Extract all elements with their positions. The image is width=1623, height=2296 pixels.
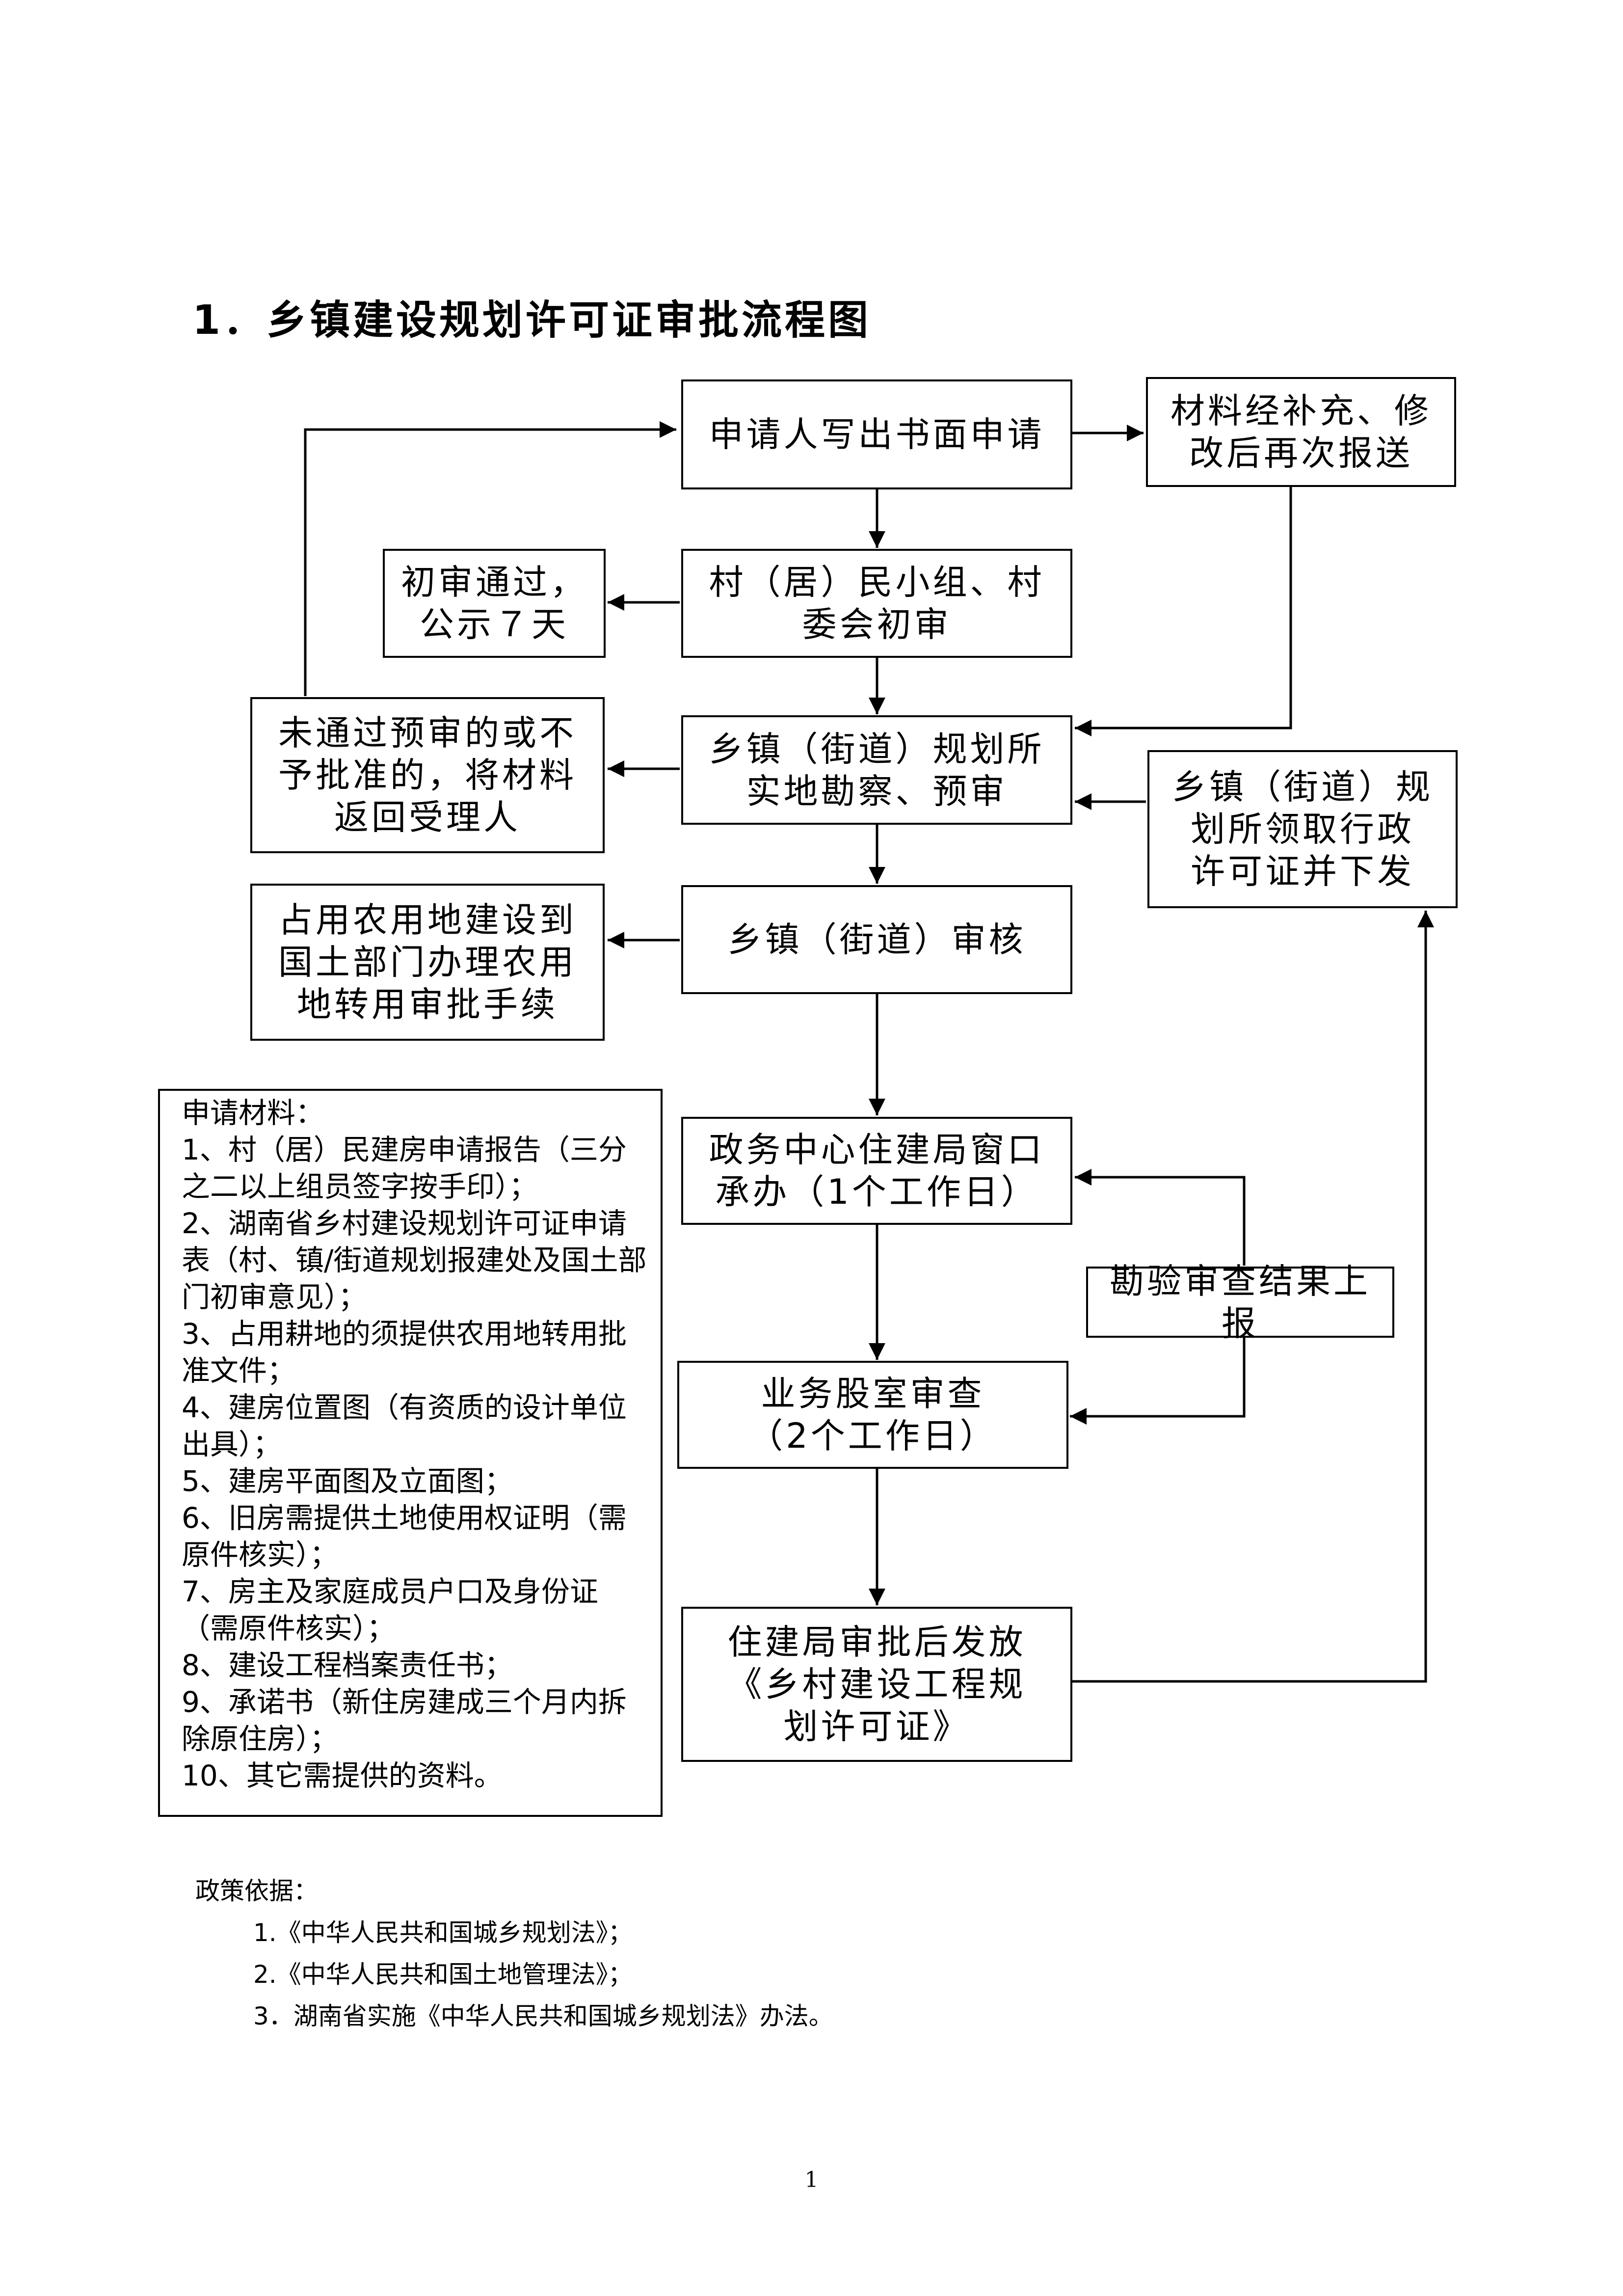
policy-heading: 政策依据： [195,1877,318,1905]
node-town-survey: 乡镇（街道）规划所实地勘察、预审 [681,715,1072,825]
arrow-resubmit-to-survey [1075,486,1292,736]
list-item: 7、房主及家庭成员户口及身份证（需原件核实）； [182,1575,598,1645]
node-dept-review: 业务股室审查（2个工作日） [677,1361,1068,1469]
page-title: 1．乡镇建设规划许可证审批流程图 [192,297,872,344]
list-item: 10、其它需提供的资料。 [182,1759,503,1792]
arrow-rejected-to-apply [304,421,676,696]
materials-list: 1、村（居）民建房申请报告（三分之二以上组员签字按手印）； 2、湖南省乡村建设规… [182,1132,655,1794]
list-item: 3、占用耕地的须提供农用地转用批准文件； [182,1317,627,1387]
list-item: 1、村（居）民建房申请报告（三分之二以上组员签字按手印）； [182,1133,627,1203]
node-report-result: 勘验审查结果上报 [1086,1261,1394,1344]
list-item: 4、建房位置图（有资质的设计单位出具）； [182,1391,627,1461]
node-final-approval: 住建局审批后发放《乡村建设工程规划许可证》 [681,1607,1072,1762]
list-item: 8、建设工程档案责任书； [182,1648,513,1682]
node-public-notice: 初审通过，公示７天 [383,549,606,658]
application-materials-box: 申请材料： 1、村（居）民建房申请报告（三分之二以上组员签字按手印）； 2、湖南… [158,1089,663,1817]
node-village-review: 村（居）民小组、村委会初审 [681,549,1072,658]
materials-heading: 申请材料： [182,1096,324,1130]
list-item: 1.《中华人民共和国城乡规划法》； [253,1918,633,1947]
list-item: 3．湖南省实施《中华人民共和国城乡规划法》办法。 [253,2002,833,2030]
node-town-audit: 乡镇（街道）审核 [681,885,1072,994]
list-item: 6、旧房需提供土地使用权证明（需原件核实）； [182,1501,627,1571]
policy-list: 1.《中华人民共和国城乡规划法》； 2.《中华人民共和国土地管理法》； 3．湖南… [195,1912,833,2037]
arrow-report-to-center [1075,1169,1246,1266]
list-item: 2、湖南省乡村建设规划许可证申请表（村、镇/街道规划报建处及国土部门初审意见）； [182,1207,647,1314]
node-service-center: 政务中心住建局窗口承办（1个工作日） [681,1117,1072,1225]
page-number: 1 [804,2167,819,2192]
node-resubmit: 材料经补充、修改后再次报送 [1146,377,1456,487]
list-item: 2.《中华人民共和国土地管理法》； [253,1960,633,1989]
node-apply: 申请人写出书面申请 [681,379,1072,489]
arrow-final-to-license [1071,911,1434,1683]
node-farmland: 占用农用地建设到国土部门办理农用地转用审批手续 [250,884,605,1041]
node-issue-license: 乡镇（街道）规划所领取行政许可证并下发 [1147,750,1458,908]
arrow-report-to-dept [1070,1336,1246,1425]
list-item: 5、建房平面图及立面图； [182,1464,513,1498]
node-rejected: 未通过预审的或不予批准的，将材料返回受理人 [250,697,605,853]
list-item: 9、承诺书（新住房建成三个月内拆除原住房）； [182,1685,627,1756]
policy-basis: 政策依据： 1.《中华人民共和国城乡规划法》； 2.《中华人民共和国土地管理法》… [195,1870,833,2037]
